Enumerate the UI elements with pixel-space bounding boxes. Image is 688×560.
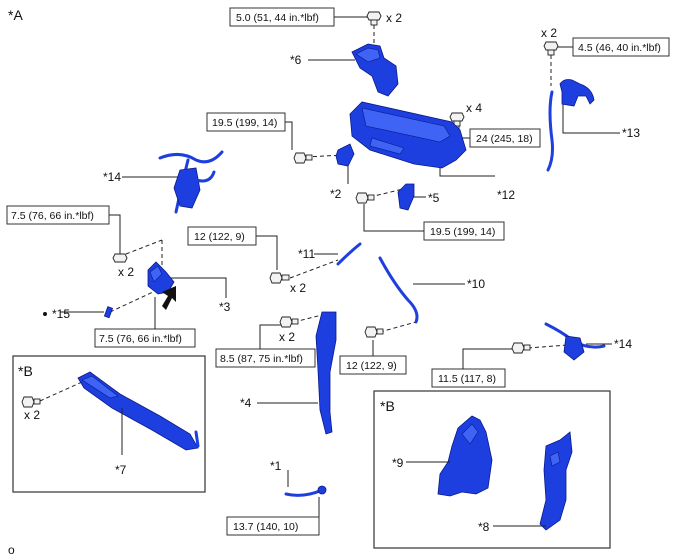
label-part-13: *13 <box>622 126 640 140</box>
bolt-icon <box>543 41 559 56</box>
qty-24: x 4 <box>466 101 482 115</box>
torque-12-a: 12 (122, 9) <box>187 226 257 246</box>
qty-right-top: x 2 <box>541 26 557 40</box>
bolt-icon <box>364 326 384 338</box>
label-part-5: *5 <box>428 191 440 205</box>
inset-b-left: *B x 2 *7 <box>12 355 206 493</box>
label-part-1: *1 <box>270 459 282 473</box>
part-4-bracket <box>315 311 337 435</box>
bolt-icon <box>293 152 313 164</box>
torque-top: 5.0 (51, 44 in.*lbf) <box>229 7 335 27</box>
part-5-bracket <box>397 183 415 211</box>
torque-12-b: 12 (122, 9) <box>339 355 407 375</box>
svg-text:8.5 (87, 75 in.*lbf): 8.5 (87, 75 in.*lbf) <box>220 353 303 365</box>
svg-text:12 (122, 9): 12 (122, 9) <box>346 360 397 372</box>
part-15-clip <box>103 306 114 319</box>
qty-8-5: x 2 <box>279 330 295 344</box>
bolt-icon <box>112 253 128 263</box>
label-part-4: *4 <box>240 396 252 410</box>
torque-19-5-b: 19.5 (199, 14) <box>423 221 505 241</box>
qty-7-5: x 2 <box>118 265 134 279</box>
svg-text:7.5 (76, 66 in.*lbf): 7.5 (76, 66 in.*lbf) <box>99 333 182 345</box>
torque-11-5: 11.5 (117, 8) <box>431 368 506 388</box>
svg-text:13.7 (140, 10): 13.7 (140, 10) <box>233 521 298 533</box>
svg-text:11.5 (117, 8): 11.5 (117, 8) <box>438 373 496 385</box>
view-b-label-right: *B <box>380 398 395 414</box>
torque-19-5-a: 19.5 (199, 14) <box>206 112 286 132</box>
part-3-bracket <box>147 261 175 295</box>
view-b-label: *B <box>18 363 33 379</box>
label-part-2: *2 <box>330 187 342 201</box>
qty-12: x 2 <box>290 281 306 295</box>
svg-text:4.5 (46, 40 in.*lbf): 4.5 (46, 40 in.*lbf) <box>578 42 661 54</box>
bolt-icon <box>269 272 290 284</box>
label-part-11: *11 <box>298 247 315 261</box>
label-part-12: *12 <box>497 188 515 202</box>
front-arrow-icon <box>162 286 176 310</box>
part-11-pipe <box>336 242 362 266</box>
svg-text:5.0 (51, 44 in.*lbf): 5.0 (51, 44 in.*lbf) <box>236 12 319 24</box>
qty-top: x 2 <box>386 11 402 25</box>
part-10-pipe <box>378 256 419 324</box>
svg-text:7.5 (76, 66 in.*lbf): 7.5 (76, 66 in.*lbf) <box>11 210 94 222</box>
torque-24: 24 (245, 18) <box>469 128 541 148</box>
torque-8-5: 8.5 (87, 75 in.*lbf) <box>215 348 316 368</box>
svg-text:24 (245, 18): 24 (245, 18) <box>476 133 533 145</box>
qty-inset-b: x 2 <box>24 408 40 422</box>
part-14-harness <box>158 150 224 214</box>
label-part-9: *9 <box>392 456 404 470</box>
svg-text:12 (122, 9): 12 (122, 9) <box>194 231 245 243</box>
label-part-8: *8 <box>478 520 490 534</box>
bolt-icon <box>366 11 382 26</box>
view-a-label: *A <box>8 7 23 23</box>
bolt-icon <box>511 342 531 354</box>
bolt-icon <box>279 316 299 328</box>
bolt-icon <box>355 192 375 204</box>
bolt-icon <box>21 396 41 408</box>
label-part-6: *6 <box>290 53 302 67</box>
torque-7-5-b: 7.5 (76, 66 in.*lbf) <box>94 328 196 348</box>
torque-7-5-a: 7.5 (76, 66 in.*lbf) <box>6 205 110 225</box>
part-12-manifold <box>349 101 467 169</box>
inset-b-right: *B *9 *8 <box>373 390 611 549</box>
label-part-15: *15 <box>52 307 70 321</box>
torque-right-top: 4.5 (46, 40 in.*lbf) <box>572 37 670 57</box>
label-part-14-right: *14 <box>614 337 632 351</box>
label-part-10: *10 <box>467 277 485 291</box>
label-part-14: *14 <box>103 170 121 184</box>
part-1-pipe <box>284 485 327 497</box>
torque-13-7: 13.7 (140, 10) <box>226 516 320 536</box>
part-6-cover <box>351 43 399 97</box>
label-part-7: *7 <box>115 463 127 477</box>
svg-text:19.5 (199, 14): 19.5 (199, 14) <box>430 226 495 238</box>
part-13-dipstick <box>546 79 595 172</box>
label-part-3: *3 <box>219 300 231 314</box>
part-2-bracket <box>335 143 355 167</box>
bullet-dot <box>43 312 47 316</box>
footer-mark: o <box>8 543 15 557</box>
part-14-harness-right <box>544 322 606 361</box>
svg-text:19.5 (199, 14): 19.5 (199, 14) <box>212 117 277 129</box>
